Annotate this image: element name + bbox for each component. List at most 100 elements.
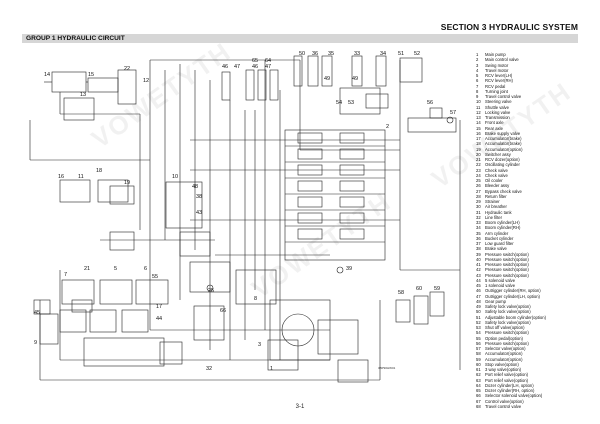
callout-60: 60 (416, 286, 422, 292)
legend-item-number: 26 (476, 183, 481, 189)
legend-item-number: 68 (476, 403, 481, 409)
legend-item-number: 66 (476, 393, 481, 399)
legend-item-number: 33 (476, 220, 481, 225)
legend-item-label: Brake valve (485, 246, 507, 252)
legend-item-label: RCV dozer(option) (485, 157, 520, 162)
legend-item-number: 50 (476, 309, 481, 315)
legend-item-number: 46 (476, 288, 481, 294)
legend-item-number: 32 (476, 214, 481, 220)
callout-44: 44 (156, 316, 162, 322)
legend-item-label: Bucket cylinder (485, 235, 514, 241)
legend-item-label: Switcher assy (485, 151, 511, 157)
legend-item-number: 39 (476, 251, 481, 257)
drawing-code: 3BP90HW01 (378, 366, 396, 370)
legend-item-number: 28 (476, 193, 481, 199)
diagram-lines (29, 55, 461, 383)
legend-item-label: Turning joint (485, 88, 508, 94)
callout-49b: 49 (352, 76, 358, 82)
legend-item-label: Outrigger cylinder(LH, option) (485, 293, 540, 299)
group-header-bar: GROUP 1 HYDRAULIC CIRCUIT (22, 34, 578, 43)
legend-item-label: Oscillating cylinder (485, 162, 520, 168)
legend-item-number: 11 (476, 104, 481, 110)
callout-13: 13 (80, 92, 86, 98)
callout-45: 45 (34, 310, 40, 316)
callout-50: 50 (299, 51, 305, 57)
callout-43: 43 (196, 210, 202, 216)
callout-66: 66 (220, 308, 226, 314)
legend-item-label: Main pump (485, 52, 506, 57)
legend-item-label: Accumulator(option) (485, 146, 523, 152)
legend-item-label: Air breather (485, 204, 507, 210)
legend-item-number: 40 (476, 256, 481, 262)
callout-53: 53 (348, 100, 354, 106)
legend-item-number: 53 (476, 325, 481, 330)
legend-item: 51 Adjustable boom cylinder(option) (476, 315, 546, 320)
legend-item-label: Shuttle valve (485, 104, 509, 110)
legend-item-label: Oil cooler (485, 178, 503, 183)
callout-7: 7 (64, 272, 67, 278)
legend-item-number: 27 (476, 188, 481, 194)
legend-item-label: Pressure switch(option) (485, 330, 529, 336)
legend-item-label: Check valve (485, 172, 508, 178)
callout-54: 54 (336, 100, 342, 106)
legend-item-label: 5 solenoid valve (485, 277, 516, 283)
legend-item-number: 63 (476, 377, 481, 383)
legend-item-number: 56 (476, 340, 481, 346)
legend-item-number: 44 (476, 277, 481, 283)
legend-item-label: RCV lever(RH) (485, 78, 513, 84)
legend-item-number: 7 (476, 83, 479, 89)
legend-item-number: 59 (476, 356, 481, 362)
legend-item-number: 51 (476, 314, 481, 320)
legend-item-number: 38 (476, 246, 481, 252)
callout-58: 58 (398, 290, 404, 296)
section-title: SECTION 3 HYDRAULIC SYSTEM (440, 22, 578, 32)
legend-item-number: 62 (476, 372, 481, 378)
legend-item-label: Check valve (485, 167, 508, 173)
callout-46: 46 (222, 64, 228, 70)
legend-item-label: Boom cylinder(RH) (485, 225, 521, 231)
callout-21: 21 (84, 266, 90, 272)
legend-item-label: Pressure switch(option) (485, 267, 529, 273)
callout-47b: 47 (265, 64, 271, 70)
legend-item-label: Transmission (485, 115, 510, 120)
legend-item-label: Travel control valve (485, 403, 522, 409)
legend-item-label: Adjustable boom cylinder(option) (485, 314, 546, 320)
legend-item-label: Locking valve (485, 109, 511, 115)
legend-item-number: 37 (476, 241, 481, 246)
callout-10: 10 (172, 174, 178, 180)
callout-12: 12 (143, 78, 149, 84)
legend-item-label: Low guard filter (485, 241, 514, 246)
legend-item-number: 19 (476, 146, 481, 152)
callout-59: 59 (434, 286, 440, 292)
callout-52: 52 (414, 51, 420, 57)
callout-47a: 47 (234, 64, 240, 70)
legend-item-number: 48 (476, 298, 481, 304)
callout-14: 14 (44, 72, 50, 78)
